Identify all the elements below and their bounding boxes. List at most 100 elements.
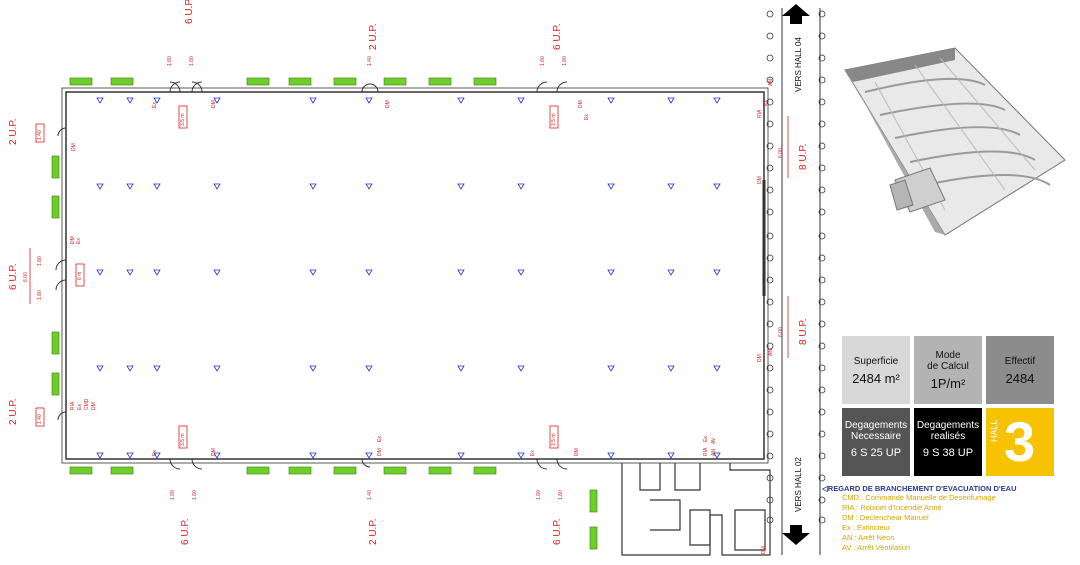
- fixture-marker: [818, 98, 826, 106]
- dimension-boxes: [29, 105, 789, 449]
- equip-ria-1: RIA: [757, 109, 763, 118]
- stat-effectif-label: Effectif: [1004, 356, 1036, 367]
- detector-marker: [365, 452, 373, 459]
- fixture-marker: [766, 142, 774, 150]
- door-width-top-e: 1.80: [562, 56, 568, 66]
- door-width-left-a: 1.80: [37, 256, 43, 266]
- road-fixtures: [766, 10, 826, 524]
- fixture-marker: [766, 164, 774, 172]
- fixture-marker: [818, 364, 826, 372]
- equip-ria-2: RIA: [70, 401, 76, 410]
- door-width-left-600: 6.00: [23, 272, 29, 282]
- fixture-marker: [818, 232, 826, 240]
- stat-hall-number: 3: [1004, 410, 1036, 473]
- equip-ex-5: Ex: [77, 404, 83, 410]
- stat-mode-value: 1P/m²: [930, 376, 966, 391]
- equip-av: AV: [711, 437, 717, 444]
- fixture-marker: [766, 98, 774, 106]
- fixture-marker: [818, 516, 826, 524]
- detector-marker: [153, 183, 161, 190]
- detector-marker: [457, 452, 465, 459]
- stat-superficie-value: 2484 m²: [852, 371, 900, 386]
- legend-arrow-icon: ◁: [822, 484, 828, 493]
- fixture-marker: [818, 430, 826, 438]
- exit-label-bottom-left: 6 U.P.: [180, 518, 191, 546]
- fixture-marker: [818, 452, 826, 460]
- detector-marker: [365, 365, 373, 372]
- detector-marker: [457, 365, 465, 372]
- detector-marker: [213, 97, 221, 104]
- detector-marker: [309, 269, 317, 276]
- fixture-marker: [766, 120, 774, 128]
- exit-label-bottom-center: 2 U.P.: [368, 518, 379, 546]
- exit-label-top-right: 6 U.P.: [552, 23, 563, 51]
- fixture-marker: [818, 186, 826, 194]
- detector-marker: [96, 365, 104, 372]
- fixture-marker: [766, 320, 774, 328]
- detector-marker: [457, 269, 465, 276]
- exit-label-bottom-right: 6 U.P.: [552, 518, 563, 546]
- equip-ex-1: Ex: [152, 102, 158, 108]
- door-width-top-c: 1.40: [367, 56, 373, 66]
- door-width-left-top: 1.40: [37, 130, 43, 140]
- arrow-up-icon: [782, 4, 810, 24]
- equip-an-2: AN: [768, 349, 774, 356]
- stat-effectif: Effectif 2484: [986, 336, 1054, 404]
- vent-group-left: [51, 155, 60, 396]
- door-width-right-bottom: 6.00: [778, 327, 784, 337]
- fixture-marker: [818, 320, 826, 328]
- detector-marker: [126, 97, 134, 104]
- fixture-marker: [818, 408, 826, 416]
- detector-marker: [517, 183, 525, 190]
- detector-marker: [365, 183, 373, 190]
- fixture-marker: [766, 276, 774, 284]
- fixture-marker: [766, 76, 774, 84]
- detector-marker: [713, 269, 721, 276]
- detector-marker: [309, 365, 317, 372]
- detector-marker: [365, 269, 373, 276]
- annex-rooms: [621, 463, 771, 556]
- detector-marker: [667, 365, 675, 372]
- stat-effectif-value: 2484: [1005, 371, 1035, 386]
- detector-marker: [96, 452, 104, 459]
- legend-item: AV : Arrêt Ventilation: [842, 543, 911, 552]
- fixture-marker: [818, 342, 826, 350]
- fixture-marker: [766, 54, 774, 62]
- depth-label-top-right: 3.5 m: [551, 113, 557, 126]
- detector-marker: [153, 452, 161, 459]
- detector-marker: [213, 452, 221, 459]
- stat-hall-label: HALL: [989, 419, 999, 442]
- detector-marker: [607, 365, 615, 372]
- detector-marker: [457, 97, 465, 104]
- equip-dm-8: DM: [91, 402, 97, 410]
- door-width-bottom-b: 1.80: [192, 490, 198, 500]
- fixture-marker: [818, 76, 826, 84]
- equip-dm-5: DM: [757, 354, 763, 362]
- arrow-down-icon: [782, 525, 810, 545]
- equip-dm-10: DM: [377, 448, 383, 456]
- exit-label-right-top: 8 U.P.: [798, 143, 809, 171]
- stat-deg-necessaire: Degagements Necessaire 6 S 25 UP: [842, 408, 910, 476]
- exit-label-left-bottom: 2 U.P.: [8, 398, 19, 426]
- detector-marker: [96, 183, 104, 190]
- door-width-top-b: 1.80: [189, 56, 195, 66]
- detector-marker: [667, 269, 675, 276]
- fixture-marker: [766, 386, 774, 394]
- detector-marker: [713, 452, 721, 459]
- fixture-marker: [766, 516, 774, 524]
- fixture-marker: [766, 430, 774, 438]
- legend-item: RIA : Robinet d'Incendie Armé: [842, 503, 942, 512]
- stat-mode: Mode de Calcul 1P/m²: [914, 336, 982, 404]
- fixture-marker: [818, 276, 826, 284]
- door-width-left-b: 1.80: [37, 290, 43, 300]
- equip-dm-9: DM: [211, 448, 217, 456]
- detector-marker: [153, 269, 161, 276]
- fixture-marker: [766, 364, 774, 372]
- exit-label-right-bottom: 8 U.P.: [798, 318, 809, 346]
- detector-marker: [713, 183, 721, 190]
- depth-label-left: 6 m: [77, 271, 83, 280]
- fixture-marker: [818, 10, 826, 18]
- stat-superficie-label: Superficie: [853, 356, 899, 367]
- stat-hall: HALL 3: [986, 408, 1054, 476]
- equip-ex-6: Ex: [152, 450, 158, 456]
